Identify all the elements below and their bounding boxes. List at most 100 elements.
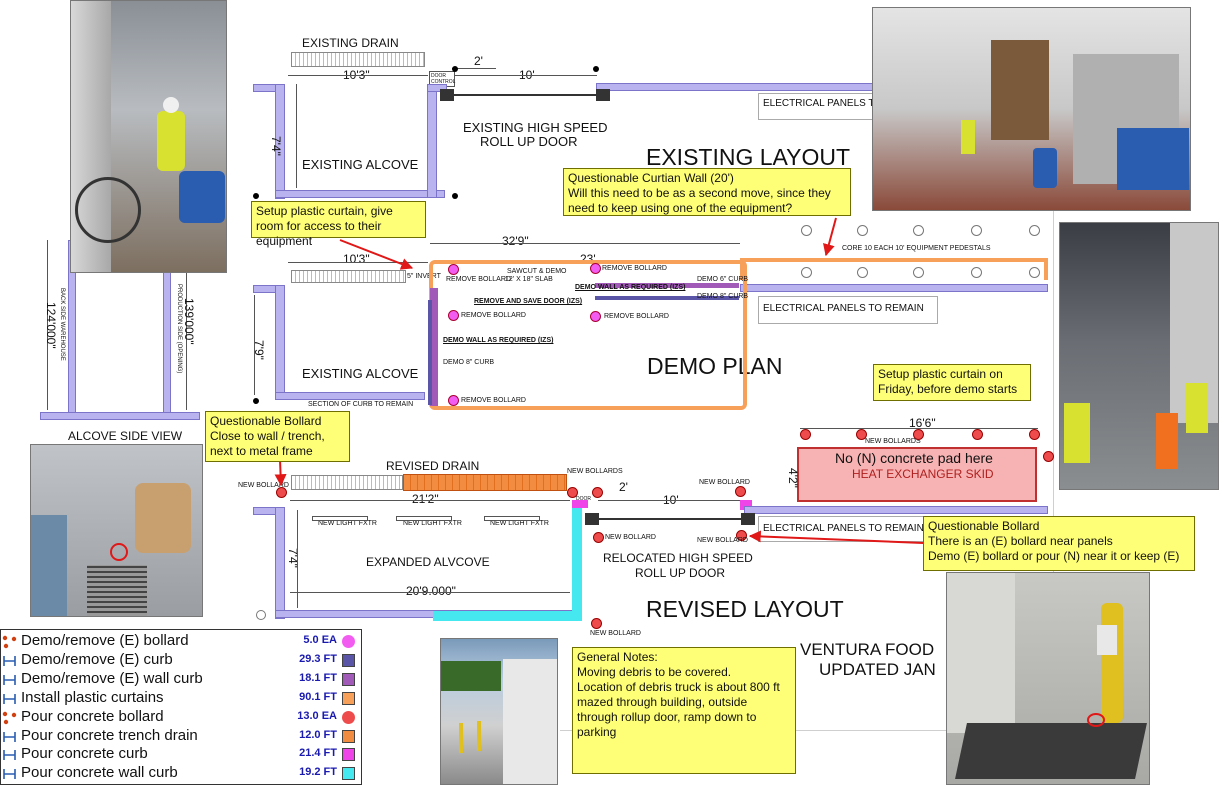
revised-door-line1: RELOCATED HIGH SPEED xyxy=(603,551,753,565)
legend-item-swatch xyxy=(342,710,355,724)
demo-plan-title: DEMO PLAN xyxy=(647,353,783,379)
revised-top-wall-right xyxy=(744,506,1048,514)
pedestal-2 xyxy=(857,225,868,236)
revised-alcove-label: EXPANDED ALVCOVE xyxy=(366,555,490,569)
existing-layout-title: EXISTING LAYOUT xyxy=(646,144,851,170)
pedestal-8 xyxy=(913,267,924,278)
demo-curb-demo-top xyxy=(595,283,739,288)
legend-item-swatch xyxy=(342,635,355,648)
demo-remove-bollard-3-label: REMOVE BOLLARD xyxy=(461,312,526,319)
demo-remove-save-door: REMOVE AND SAVE DOOR (IZS) xyxy=(474,298,583,305)
revised-drain-label: REVISED DRAIN xyxy=(386,459,480,473)
existing-10ft-dim-line xyxy=(455,75,597,76)
note-bollard-right-line2: Demo (E) bollard or pour (N) near it or … xyxy=(928,549,1180,563)
demo-remove-bollard-5-label: REMOVE BOLLARD xyxy=(461,397,526,404)
note-curtain-wall-body: Will this need to be as a second move, s… xyxy=(568,186,831,215)
demo-top-wall-right xyxy=(740,284,1048,292)
revised-alcove-left-wall xyxy=(275,507,285,619)
side-view-dim-line-left xyxy=(47,240,48,410)
revised-alcove-dim-line xyxy=(297,510,298,608)
revised-21-2-dimension: 21'2" xyxy=(412,492,439,506)
legend-item-label: Demo/remove (E) bollard xyxy=(21,632,189,649)
revised-new-bollard-left-label: NEW BOLLARD xyxy=(238,482,289,489)
pedestal-7 xyxy=(857,267,868,278)
revised-new-bollard-7-label: NEW BOLLARD xyxy=(590,630,641,637)
demo-remove-bollard-3 xyxy=(448,310,459,321)
revised-light-1: NEW LIGHT FXTR xyxy=(318,520,377,527)
note-bollard-left: Questionable Bollard Close to wall / tre… xyxy=(205,411,350,462)
note-bollard-left-body: Close to wall / trench, next to metal fr… xyxy=(210,429,325,458)
existing-corner-dot-2 xyxy=(593,66,599,72)
note-bollard-right-title: Questionable Bollard xyxy=(928,519,1040,533)
revised-layout-title: REVISED LAYOUT xyxy=(646,596,844,622)
demo-section-curb-label: SECTION OF CURB TO REMAIN xyxy=(308,401,414,408)
revised-curb-magenta xyxy=(572,500,588,508)
existing-2ft-dim-line xyxy=(452,68,496,69)
revised-light-3: NEW LIGHT FXTR xyxy=(490,520,549,527)
revised-new-bollard-left xyxy=(276,487,287,498)
pedestal-9 xyxy=(971,267,982,278)
skid-name-label: HEAT EXCHANGER SKID xyxy=(852,467,994,481)
demo-invert-label: 5" INVERT xyxy=(407,273,441,280)
demo-curb-6-label: DEMO 6" CURB xyxy=(697,276,749,283)
legend-item-label: Pour concrete trench drain xyxy=(21,726,198,744)
skid-new-bollards-label: NEW BOLLARDS xyxy=(865,438,921,445)
revised-curb-magenta-right xyxy=(740,500,752,510)
sheet-border-right xyxy=(1053,200,1054,740)
demo-sawcut-line1: SAWCUT & DEMO xyxy=(507,268,567,275)
existing-corner-dot-3 xyxy=(253,193,259,199)
demo-32-9-dimension: 32'9" xyxy=(502,234,529,248)
arrow-setup-curtain xyxy=(339,239,414,270)
demo-alcove-dim-line xyxy=(254,295,255,395)
revised-new-bollard-5-label: NEW BOLLARD xyxy=(605,534,656,541)
revised-new-bollard-6-label: NEW BOLLARD xyxy=(697,537,748,544)
note-curtain-wall: Questionable Curtian Wall (20') Will thi… xyxy=(563,168,851,216)
revised-door-small-label: DOOR xyxy=(576,496,591,502)
existing-top-wall-mid xyxy=(427,84,447,92)
revised-new-bollard-6 xyxy=(736,530,747,541)
legend-item-quantity: 13.0 EA xyxy=(297,709,337,722)
revised-new-bollard-5 xyxy=(593,532,604,543)
demo-remove-bollard-1 xyxy=(448,264,459,275)
existing-door-track xyxy=(440,89,610,101)
note-bollard-right: Questionable Bollard There is an (E) bol… xyxy=(923,516,1195,571)
revised-wall-curb-cyan-vertical xyxy=(572,505,582,621)
legend-item-swatch xyxy=(342,672,355,686)
skid-bollard-1 xyxy=(800,429,811,440)
demo-32-9-dim-line xyxy=(430,243,740,244)
note-general-title: General Notes: xyxy=(577,650,658,664)
revised-20-9-dimension: 20'9.000" xyxy=(406,584,456,598)
demo-10-3-dim-line xyxy=(288,262,428,263)
legend-item-quantity: 19.2 FT xyxy=(299,766,337,779)
skid-bollard-6 xyxy=(1043,451,1054,462)
demo-remove-bollard-1-label: REMOVE BOLLARD xyxy=(446,276,511,283)
heat-exchanger-skid xyxy=(797,447,1037,502)
skid-bollard-2 xyxy=(856,429,867,440)
demo-sawcut-line2: 12' X 18" SLAB xyxy=(505,276,553,283)
skid-bollard-3 xyxy=(913,429,924,440)
linear-measure-icon xyxy=(2,673,18,687)
note-setup-friday: Setup plastic curtain on Friday, before … xyxy=(873,364,1031,401)
demo-curb-demo-top2 xyxy=(595,296,739,300)
existing-corner-dot-1 xyxy=(452,66,458,72)
demo-wall-label-left: DEMO WALL AS REQUIRED (IZS) xyxy=(443,337,554,344)
legend-item-swatch xyxy=(342,691,355,705)
pedestal-3 xyxy=(913,225,924,236)
skid-width-dimension: 16'6" xyxy=(909,416,936,430)
existing-2ft-dimension: 2' xyxy=(474,54,483,68)
demo-curb-demo-left xyxy=(428,300,432,405)
revised-10ft-dim-line xyxy=(598,500,748,501)
revised-new-bollard-4 xyxy=(735,486,746,497)
note-general-line2: Location of debris truck is about 800 ft… xyxy=(577,680,780,739)
demo-panels-label: ELECTRICAL PANELS TO REMAIN xyxy=(758,296,938,324)
photo-floor-trench xyxy=(30,444,203,617)
